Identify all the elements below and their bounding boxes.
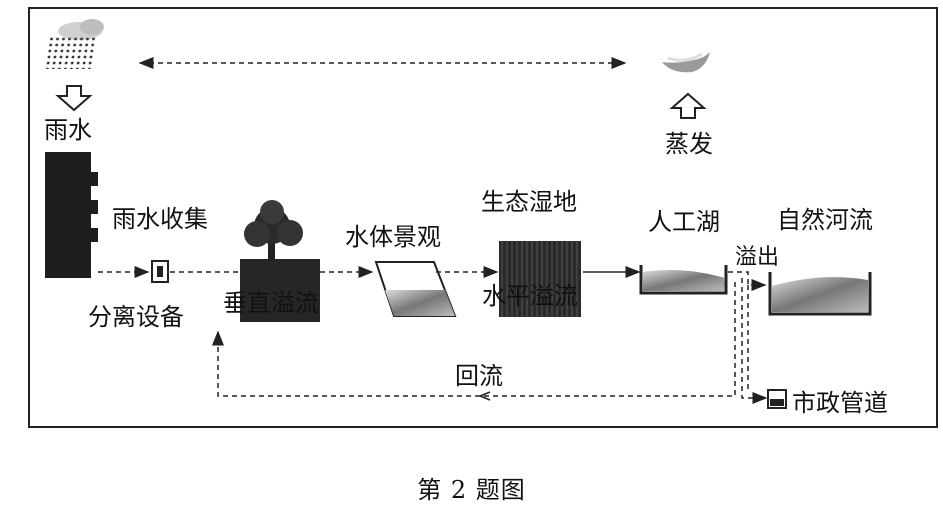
label-overflow: 溢出 xyxy=(735,245,780,270)
rain-cloud-icon xyxy=(45,19,104,69)
wetland-bed xyxy=(499,241,581,317)
label-water-landscape: 水体景观 xyxy=(345,223,441,251)
figure-caption: 第 2 题图 xyxy=(417,476,526,504)
flow-to-municipal-pipe xyxy=(741,278,768,404)
flow-lake-overflow xyxy=(728,271,767,291)
cloud-icon xyxy=(662,52,710,73)
label-wetland: 生态湿地 xyxy=(481,188,577,216)
hollow-down-arrow-icon xyxy=(55,85,93,112)
label-rain: 雨水 xyxy=(44,116,92,144)
label-artificial-lake: 人工湖 xyxy=(648,208,720,236)
diagram-frame xyxy=(28,7,938,428)
vertical-flow-unit xyxy=(240,236,320,322)
backflow-arrow-mark xyxy=(477,391,491,401)
tree-icon xyxy=(244,200,303,247)
separator-device-icon xyxy=(151,260,169,283)
flow-backflow-loop xyxy=(212,282,736,397)
label-rain-collection: 雨水收集 xyxy=(112,205,208,233)
natural-river-basin xyxy=(768,272,872,316)
label-vertical-flow: 垂直溢流 xyxy=(223,289,319,317)
label-evaporation: 蒸发 xyxy=(665,130,713,158)
building-icon xyxy=(45,152,98,278)
water-landscape-pool xyxy=(374,261,457,317)
pipe-outlet-icon xyxy=(767,389,787,409)
hollow-up-arrow-icon xyxy=(669,92,707,119)
artificial-lake-basin xyxy=(639,265,728,295)
label-horizontal-flow: 水平溢流 xyxy=(482,282,578,310)
label-separator: 分离设备 xyxy=(88,303,184,331)
label-natural-river: 自然河流 xyxy=(777,206,873,234)
label-backflow: 回流 xyxy=(455,362,503,390)
label-municipal-pipe: 市政管道 xyxy=(792,389,888,417)
